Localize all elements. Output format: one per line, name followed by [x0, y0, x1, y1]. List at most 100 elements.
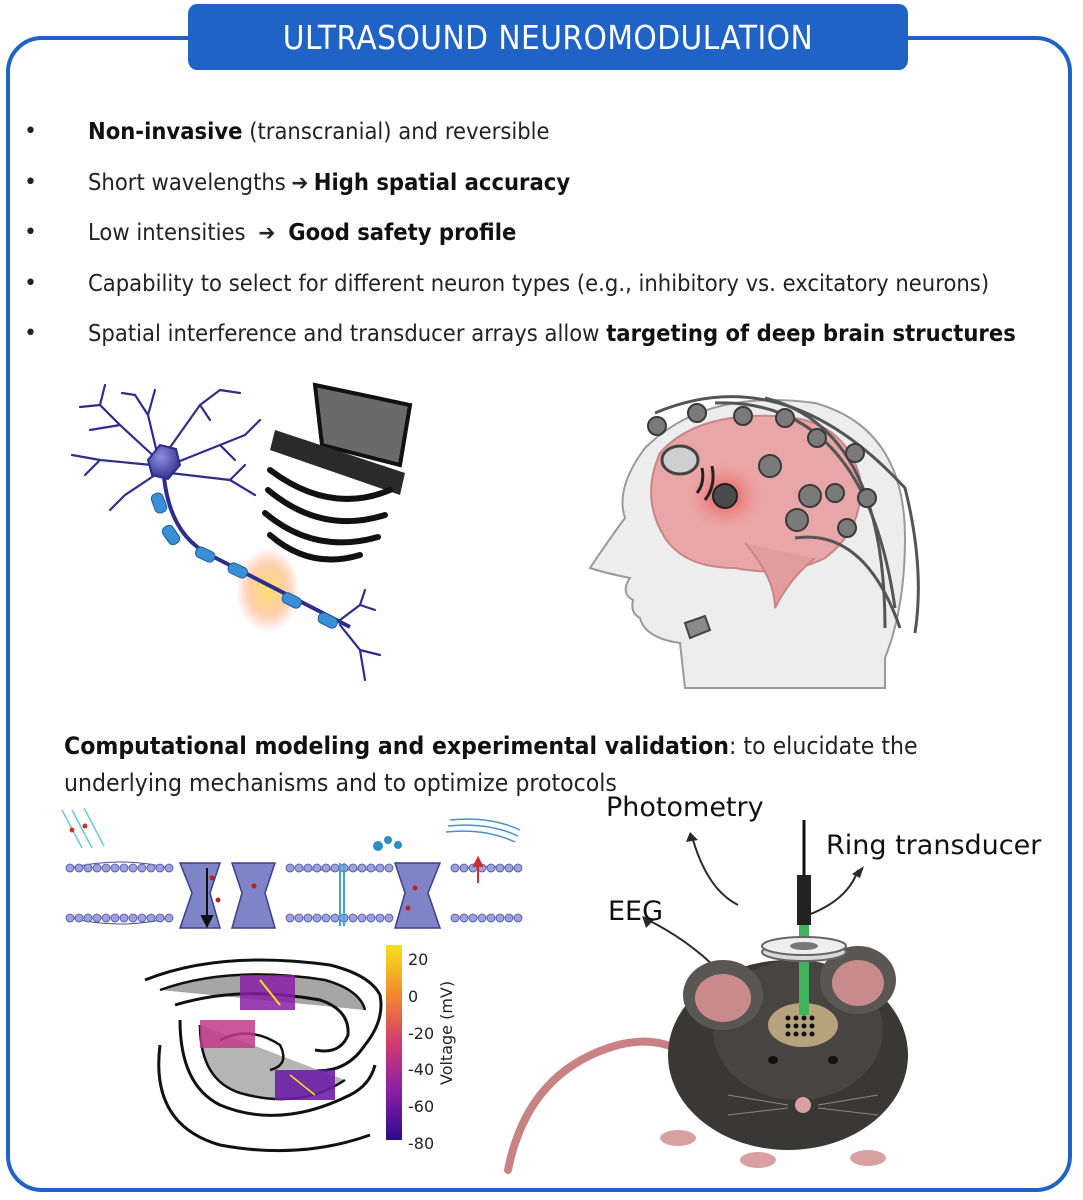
bullet-rest: Short wavelengths [88, 169, 286, 196]
colorbar-tick: -60 [408, 1097, 434, 1116]
lipid-head [285, 913, 295, 923]
head-eeg-illustration [588, 395, 920, 689]
bullet-item: • Short wavelengths➔High spatial accurac… [20, 166, 1070, 217]
lipid-head [375, 863, 385, 873]
lipid-head [513, 863, 523, 873]
photometry-label: Photometry [606, 792, 764, 823]
bullet-item: • Spatial interference and transducer ar… [20, 317, 1070, 368]
lipid-head [83, 913, 93, 923]
lipid-head [137, 863, 147, 873]
lipid-head [312, 913, 322, 923]
lipid-head [294, 863, 304, 873]
lipid-head [110, 863, 120, 873]
bullet-bold: Non-invasive [88, 119, 243, 145]
eeg-electrodes [647, 403, 877, 538]
bullet-text: Spatial interference and transducer arra… [88, 317, 1016, 351]
lipid-head [83, 863, 93, 873]
lipid-head [155, 863, 165, 873]
bullet-bold: targeting of deep brain structures [606, 321, 1016, 347]
lipid-head [495, 863, 505, 873]
transducer-disc [660, 444, 700, 476]
lipid-head [459, 913, 469, 923]
lipid-head [477, 913, 487, 923]
hippocampus-simulation: 20 0 -20 -40 -60 -80 Voltage (mV) [144, 945, 456, 1153]
neuron-cluster [200, 975, 335, 1100]
lipid-head [468, 913, 478, 923]
bullet-item: • Capability to select for different neu… [20, 267, 1070, 318]
lipid-head [357, 913, 367, 923]
lipid-head [366, 913, 376, 923]
lipid-head [513, 913, 523, 923]
caption-rest: : to elucidate the underlying mechanisms… [64, 732, 918, 797]
lipid-head [348, 913, 358, 923]
lipid-head [384, 863, 394, 873]
lipid-head [74, 913, 84, 923]
bullet-dot: • [24, 169, 37, 195]
colorbar-tick: -40 [408, 1060, 434, 1079]
membrane-diagram [61, 807, 523, 929]
arrow-icon: ➔ [258, 221, 276, 246]
lipid-head [119, 913, 129, 923]
caption-bold: Computational modeling and experimental … [64, 732, 729, 760]
lipid-head [303, 913, 313, 923]
ion-channel [178, 862, 442, 929]
lipid-head [312, 863, 322, 873]
eeg-label: EEG [608, 896, 664, 927]
lipid-head [92, 863, 102, 873]
lipid-head [294, 913, 304, 923]
lipid-head [384, 913, 394, 923]
soma [146, 443, 182, 481]
bullet-bold: Good safety profile [288, 220, 517, 246]
lipid-head [128, 913, 138, 923]
colorbar-tick: 20 [408, 950, 428, 969]
lipid-head [164, 913, 174, 923]
bullet-rest: Capability to select for different neuro… [88, 270, 990, 297]
neuron-illustration [70, 382, 413, 682]
bullet-list: • Non-invasive (transcranial) and revers… [20, 115, 1070, 368]
bullet-text: Low intensities ➔ Good safety profile [88, 216, 516, 251]
lipid-head [110, 913, 120, 923]
bullet-item: • Non-invasive (transcranial) and revers… [20, 115, 1070, 166]
lipid-head [348, 863, 358, 873]
lipid-head [486, 863, 496, 873]
mouse-illustration [504, 820, 908, 1174]
colorbar-tick: -20 [408, 1024, 434, 1043]
lipid-head [504, 913, 514, 923]
lipid-head [330, 863, 340, 873]
page-title: ULTRASOUND NEUROMODULATION [188, 4, 908, 70]
lipid-head [65, 863, 75, 873]
arrow-icon: ➔ [291, 170, 309, 196]
lipid-head [137, 913, 147, 923]
fiber-optic [797, 820, 811, 1015]
bullet-dot: • [24, 270, 37, 296]
ultrasound-transducer [262, 382, 413, 563]
lipid-head [495, 913, 505, 923]
bullet-dot: • [24, 321, 37, 346]
bullet-rest: Spatial interference and transducer arra… [88, 321, 607, 347]
colorbar-tick: -80 [408, 1134, 434, 1153]
lipid-head [164, 863, 174, 873]
lipid-head [450, 863, 460, 873]
caption: Computational modeling and experimental … [64, 728, 947, 802]
bullet-rest: (transcranial) and reversible [242, 119, 550, 145]
lipid-head [285, 863, 295, 873]
lipid-head [146, 863, 156, 873]
lipid-head [504, 863, 514, 873]
lipid-head [486, 913, 496, 923]
bullet-bold: High spatial accuracy [313, 169, 571, 196]
lipid-head [119, 863, 129, 873]
bullet-rest: Low intensities [88, 220, 246, 246]
bullet-dot: • [24, 119, 37, 144]
lipid-head [321, 863, 331, 873]
lipid-head [303, 863, 313, 873]
lipid-head [128, 863, 138, 873]
lipid-head [450, 913, 460, 923]
ring-transducer-label: Ring transducer [826, 830, 1042, 861]
lipid-head [65, 913, 75, 923]
bullet-item: • Low intensities➔Good safety profile [20, 216, 1070, 267]
colorbar-label: Voltage (mV) [437, 981, 456, 1085]
lipid-head [92, 913, 102, 923]
lipid-head [459, 863, 469, 873]
colorbar-tick: 0 [408, 987, 418, 1006]
lipid-head [321, 913, 331, 923]
